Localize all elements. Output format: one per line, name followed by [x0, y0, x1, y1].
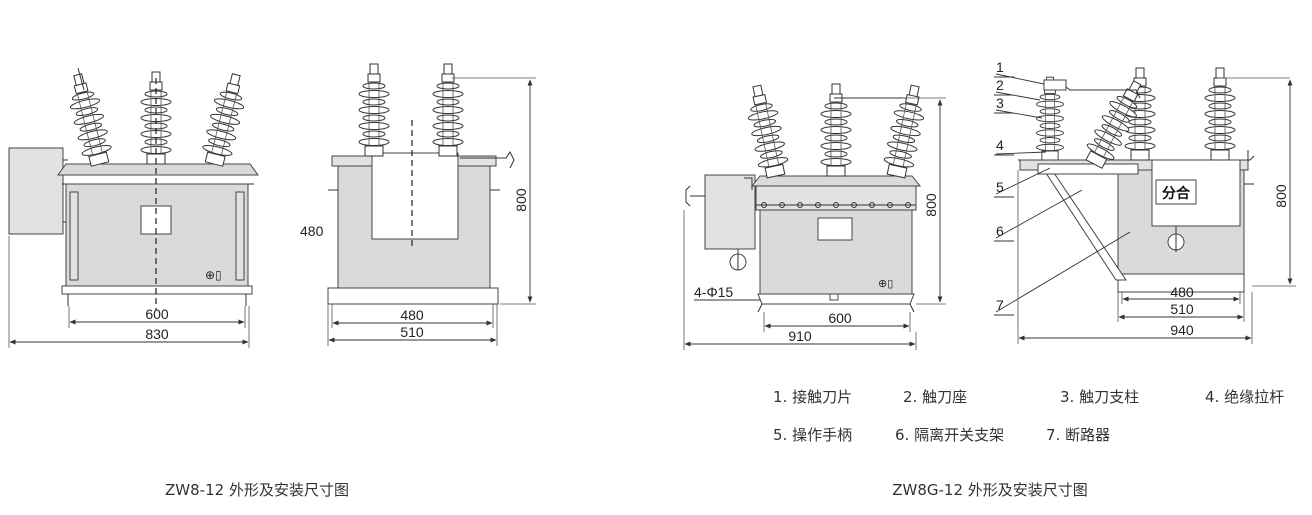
control-box	[8, 147, 64, 235]
dim-600: 600	[145, 306, 169, 322]
callout-6: 6	[996, 223, 1004, 239]
bushing-left	[62, 70, 116, 169]
svg-text:⊕▯: ⊕▯	[878, 278, 893, 290]
dim-830: 830	[145, 326, 169, 342]
callout-2: 2	[996, 77, 1004, 93]
legend-item-2: 2. 触刀座	[903, 388, 967, 406]
breaker-tank	[65, 183, 249, 287]
gs-dim-940: 940	[1170, 322, 1194, 338]
zw8g-front-view: ⊕▯ 4-Φ15 800 600 910	[683, 82, 946, 350]
bushing-right	[198, 70, 252, 169]
zw8-side-view: 480 800 480 510	[300, 63, 536, 346]
legend-item-1: 1. 接触刀片	[773, 388, 852, 406]
callout-4: 4	[996, 137, 1004, 153]
g-control-box	[704, 174, 756, 250]
legend-item-5: 5. 操作手柄	[773, 426, 852, 444]
legend-item-7: 7. 断路器	[1046, 426, 1110, 444]
callout-7: 7	[996, 297, 1004, 313]
open-close-badge-text: 分合	[1162, 185, 1191, 202]
zw8-front-view: ⊕▯ 600 830	[8, 67, 259, 348]
caption-zw8: ZW8-12 外形及安装尺寸图	[165, 481, 349, 499]
legend-item-3: 3. 触刀支柱	[1060, 388, 1139, 406]
legend-item-4: 4. 绝缘拉杆	[1205, 388, 1284, 406]
side-base	[327, 287, 499, 305]
g-side-base	[1117, 273, 1245, 293]
g-dim-910: 910	[788, 328, 812, 344]
g-dim-600: 600	[828, 310, 852, 326]
callout-3: 3	[996, 95, 1004, 111]
base-rail	[61, 285, 253, 295]
ground-mark: ⊕▯	[205, 268, 222, 282]
callout-5: 5	[996, 179, 1004, 195]
dim-800: 800	[513, 188, 529, 212]
legend-item-6: 6. 隔离开关支架	[895, 426, 1004, 444]
legend: 1. 接触刀片 2. 触刀座 3. 触刀支柱 4. 绝缘拉杆 5. 操作手柄 6…	[773, 388, 1284, 444]
callout-1: 1	[996, 59, 1004, 75]
side-mech-box	[371, 152, 459, 240]
tank-cover	[57, 163, 259, 176]
dim-480: 480	[400, 307, 424, 323]
open-close-badge	[1155, 179, 1197, 205]
caption-zw8g: ZW8G-12 外形及安装尺寸图	[892, 481, 1088, 499]
gs-dim-510: 510	[1170, 301, 1194, 317]
gs-dim-800: 800	[1273, 184, 1289, 208]
g-dim-800: 800	[923, 193, 939, 217]
isolator-bracket	[1043, 169, 1127, 281]
dim-510: 510	[400, 324, 424, 340]
dim-480-left: 480	[300, 223, 324, 239]
dim-hole: 4-Φ15	[694, 284, 733, 300]
gs-dim-480: 480	[1170, 284, 1194, 300]
zw8g-side-view: 分合 1 2 3 4 5	[994, 59, 1296, 344]
